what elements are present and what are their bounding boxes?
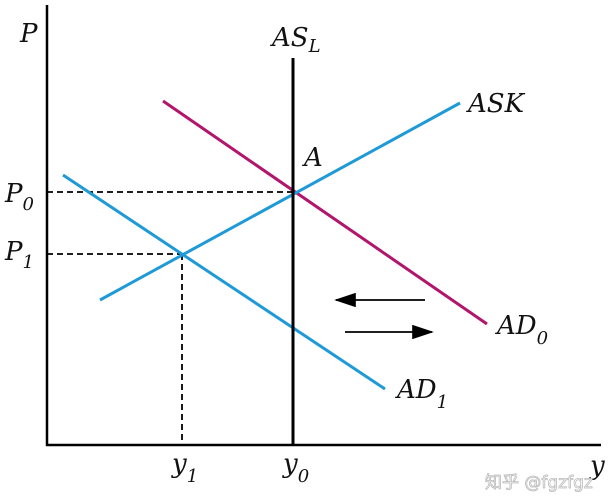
ask-curve — [99, 101, 461, 302]
as-long-label: ASL — [270, 23, 321, 57]
ad0-curve — [162, 99, 488, 326]
ad1-label: AD1 — [395, 375, 448, 413]
p1-label: P1 — [4, 237, 34, 273]
y1-label: y1 — [171, 449, 198, 487]
ad0-label: AD0 — [495, 311, 548, 349]
p0-label: P0 — [4, 179, 34, 215]
x-axis-label: y — [589, 451, 605, 481]
ad1-curve — [62, 173, 386, 391]
ask-label: ASK — [466, 89, 526, 119]
watermark: 知乎 @fgzfgz — [485, 473, 593, 493]
y-axis-label: P — [19, 19, 38, 49]
y0-label: y0 — [282, 449, 309, 487]
point-a-label: A — [302, 143, 323, 173]
